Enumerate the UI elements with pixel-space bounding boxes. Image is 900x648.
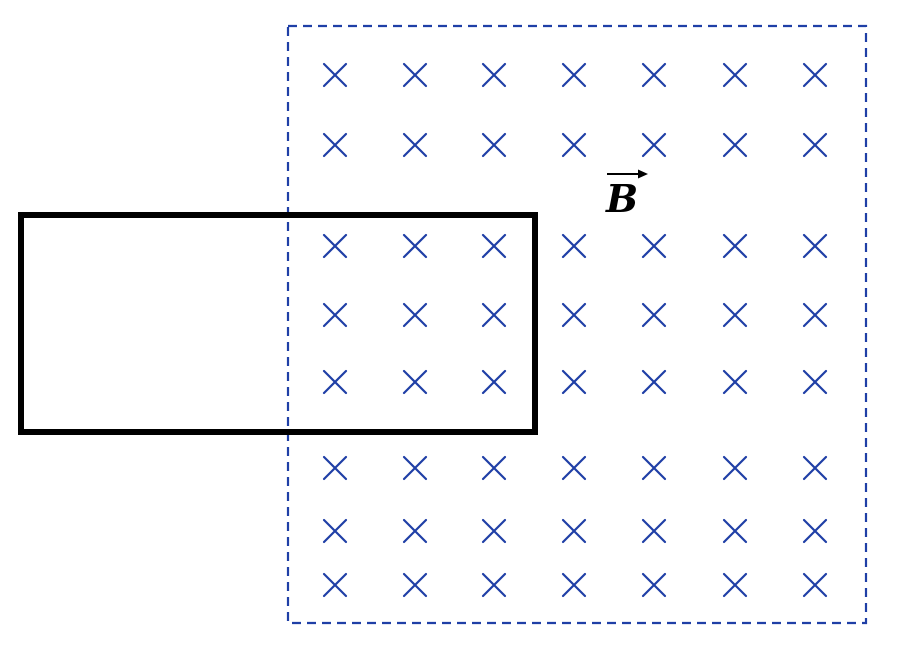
field-cross-icon — [481, 572, 507, 598]
field-cross-icon — [641, 572, 667, 598]
field-cross-icon — [561, 572, 587, 598]
field-cross-icon — [722, 572, 748, 598]
field-cross-icon — [722, 62, 748, 88]
vector-arrow-head-icon — [638, 169, 648, 179]
field-cross-icon — [802, 302, 828, 328]
field-cross-icon — [322, 62, 348, 88]
field-cross-icon — [641, 132, 667, 158]
field-cross-icon — [802, 132, 828, 158]
field-cross-icon — [322, 132, 348, 158]
field-cross-icon — [802, 62, 828, 88]
field-vector-label: B — [605, 169, 648, 221]
field-cross-icon — [481, 233, 507, 259]
field-cross-icon — [561, 62, 587, 88]
field-cross-icon — [402, 132, 428, 158]
field-cross-icon — [322, 518, 348, 544]
field-cross-icon — [402, 233, 428, 259]
field-cross-icon — [402, 455, 428, 481]
field-cross-icon — [481, 369, 507, 395]
field-cross-icon — [561, 455, 587, 481]
field-cross-icon — [641, 233, 667, 259]
field-cross-icon — [481, 302, 507, 328]
field-cross-icon — [561, 369, 587, 395]
field-cross-icon — [802, 455, 828, 481]
field-cross-icon — [722, 132, 748, 158]
field-cross-icon — [641, 369, 667, 395]
field-cross-icon — [722, 233, 748, 259]
field-cross-icon — [561, 132, 587, 158]
field-cross-icon — [402, 302, 428, 328]
field-cross-icon — [641, 518, 667, 544]
field-cross-icon — [722, 455, 748, 481]
field-cross-icon — [322, 233, 348, 259]
field-cross-icon — [322, 455, 348, 481]
field-cross-icon — [481, 518, 507, 544]
field-cross-icon — [722, 369, 748, 395]
field-cross-icon — [722, 518, 748, 544]
field-cross-icon — [802, 233, 828, 259]
field-cross-icon — [402, 572, 428, 598]
field-cross-icon — [802, 369, 828, 395]
field-label: B — [605, 176, 638, 221]
field-cross-icon — [402, 62, 428, 88]
field-cross-icon — [322, 302, 348, 328]
magnetic-field-region — [286, 24, 868, 625]
field-cross-icon — [641, 455, 667, 481]
conducting-loop — [18, 212, 538, 435]
field-cross-icon — [561, 302, 587, 328]
field-cross-icon — [322, 369, 348, 395]
field-cross-icon — [402, 369, 428, 395]
field-cross-icon — [481, 455, 507, 481]
field-cross-icon — [802, 572, 828, 598]
field-cross-icon — [641, 302, 667, 328]
field-cross-icon — [722, 302, 748, 328]
field-cross-icon — [322, 572, 348, 598]
field-markers — [322, 62, 828, 598]
field-cross-icon — [481, 132, 507, 158]
field-cross-icon — [402, 518, 428, 544]
field-cross-icon — [561, 518, 587, 544]
field-cross-icon — [481, 62, 507, 88]
field-cross-icon — [561, 233, 587, 259]
field-cross-icon — [641, 62, 667, 88]
field-cross-icon — [802, 518, 828, 544]
